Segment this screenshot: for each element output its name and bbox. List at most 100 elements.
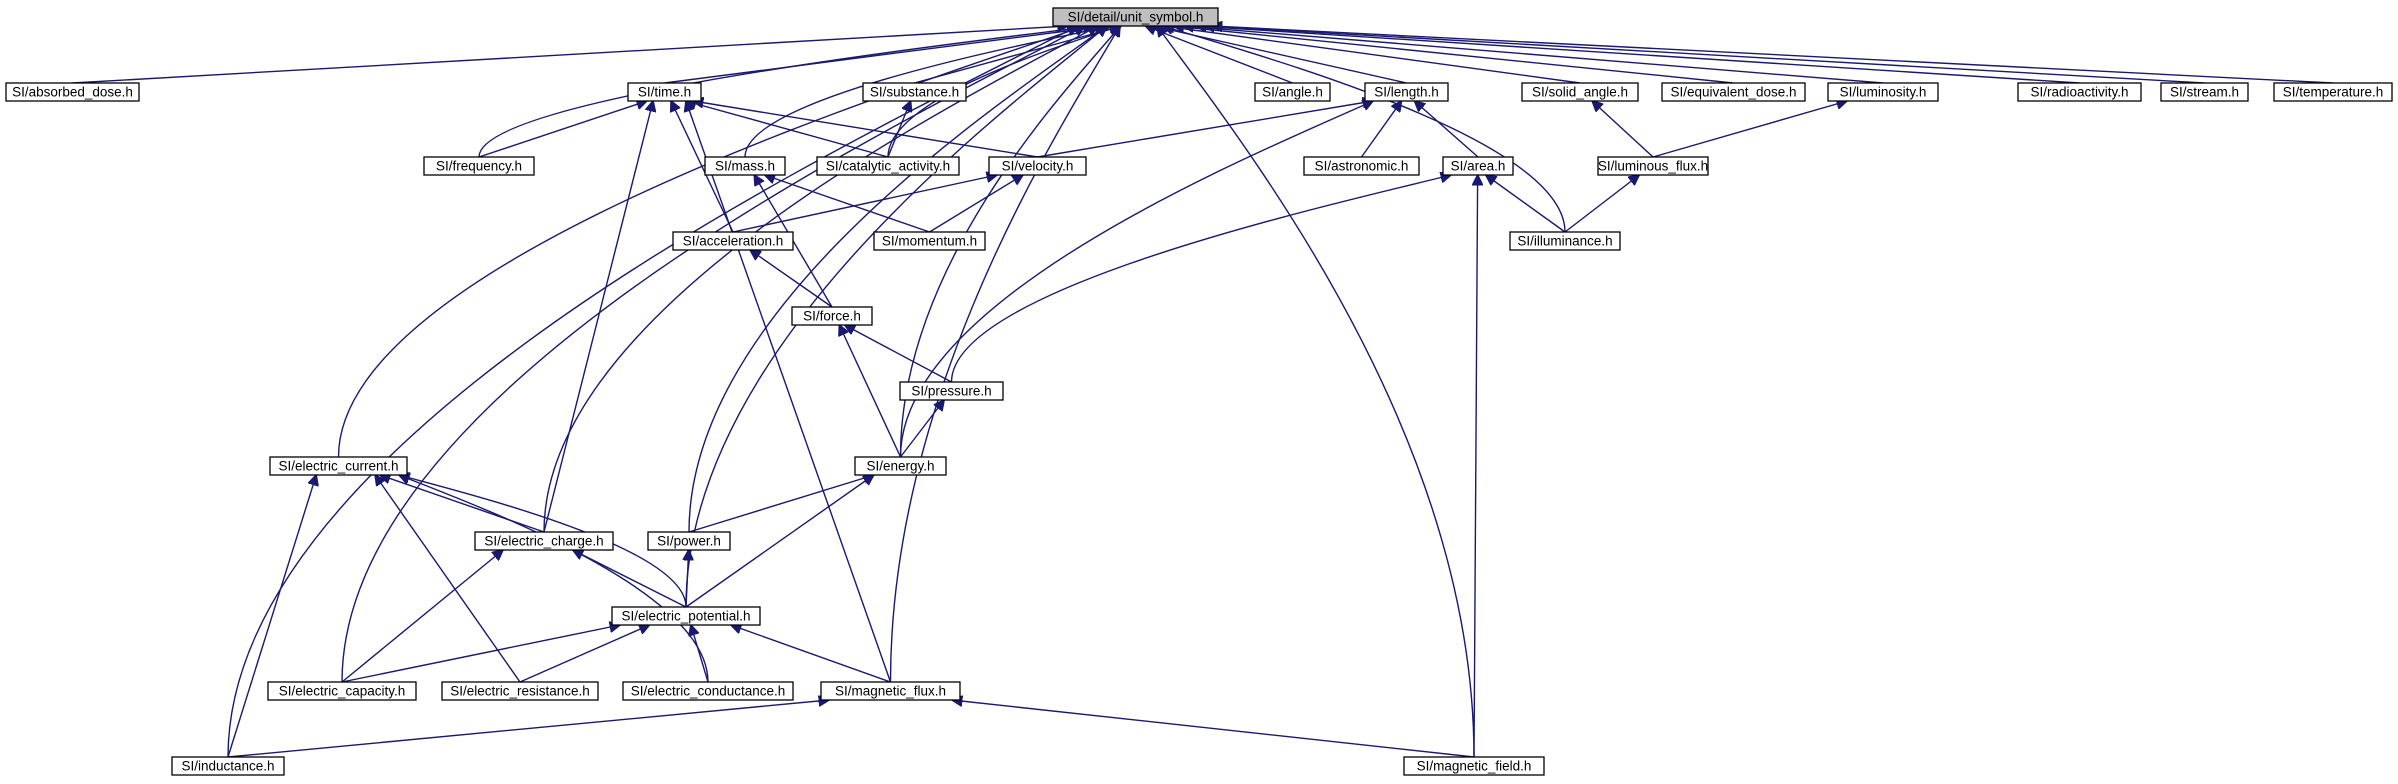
edge-electric-potential-to-energy (685, 475, 874, 608)
edge-illuminance-to-area (1486, 175, 1566, 233)
edge-acceleration-to-velocity (732, 175, 997, 233)
edge-inductance-to-magnetic-flux (227, 700, 829, 758)
node-astronomic[interactable]: SI/astronomic.h (1303, 156, 1420, 176)
node-electric-potential[interactable]: SI/electric_potential.h (611, 606, 761, 626)
node-frequency[interactable]: SI/frequency.h (423, 156, 535, 176)
node-label: SI/electric_resistance.h (450, 684, 590, 699)
node-unit-symbol[interactable]: SI/detail/unit_symbol.h (1052, 7, 1219, 27)
node-box (873, 231, 986, 251)
edge-energy-to-unit-symbol (899, 26, 1121, 458)
node-length[interactable]: SI/length.h (1364, 82, 1449, 102)
node-box (1661, 82, 1806, 102)
node-label: SI/magnetic_flux.h (835, 684, 946, 699)
file-nodes: SI/detail/unit_symbol.hSI/absorbed_dose.… (5, 7, 2393, 776)
node-magnetic-flux[interactable]: SI/magnetic_flux.h (820, 681, 961, 701)
node-box (1052, 7, 1219, 27)
edge-temperature-to-unit-symbol (1212, 26, 2334, 84)
node-area[interactable]: SI/area.h (1442, 156, 1514, 176)
node-box (854, 456, 947, 476)
node-label: SI/area.h (1451, 159, 1506, 174)
node-pressure[interactable]: SI/pressure.h (899, 381, 1004, 401)
node-label: SI/magnetic_field.h (1417, 759, 1532, 774)
edge-pressure-to-force (845, 325, 952, 383)
node-absorbed-dose[interactable]: SI/absorbed_dose.h (5, 82, 140, 102)
node-mass[interactable]: SI/mass.h (704, 156, 786, 176)
node-box (441, 681, 599, 701)
edge-velocity-to-length (1037, 101, 1374, 158)
edge-radioactivity-to-unit-symbol (1196, 26, 2080, 84)
edge-electric-capacity-to-electric-potential (341, 625, 620, 683)
edge-power-to-energy (688, 475, 874, 533)
node-label: SI/energy.h (866, 459, 934, 474)
node-time[interactable]: SI/time.h (627, 82, 702, 102)
edge-frequency-to-time (478, 101, 647, 158)
edge-velocity-to-time (693, 101, 1038, 158)
node-box (1521, 82, 1639, 102)
node-box (1509, 231, 1621, 251)
edge-magnetic-flux-to-time (686, 101, 892, 683)
edge-power-to-unit-symbol (688, 26, 1107, 533)
node-luminosity[interactable]: SI/luminosity.h (1827, 82, 1939, 102)
node-label: SI/luminosity.h (1840, 85, 1927, 100)
node-power[interactable]: SI/power.h (647, 531, 731, 551)
node-electric-current[interactable]: SI/electric_current.h (269, 456, 408, 476)
node-temperature[interactable]: SI/temperature.h (2273, 82, 2393, 102)
node-box (627, 82, 702, 102)
node-box (2160, 82, 2249, 102)
edge-magnetic-field-to-unit-symbol (1157, 26, 1475, 758)
node-equivalent-dose[interactable]: SI/equivalent_dose.h (1661, 82, 1806, 102)
node-box (622, 681, 794, 701)
node-label: SI/electric_current.h (278, 459, 398, 474)
edge-equivalent-dose-to-unit-symbol (1174, 26, 1734, 84)
node-box (269, 456, 408, 476)
node-box (816, 156, 960, 176)
node-box (862, 82, 967, 102)
edge-electric-charge-to-electric-current (380, 475, 545, 533)
edge-frequency-to-unit-symbol (478, 26, 1094, 158)
edge-illuminance-to-unit-symbol (1163, 26, 1566, 233)
node-velocity[interactable]: SI/velocity.h (988, 156, 1087, 176)
node-acceleration[interactable]: SI/acceleration.h (672, 231, 794, 251)
node-solid-angle[interactable]: SI/solid_angle.h (1521, 82, 1639, 102)
node-label: SI/detail/unit_symbol.h (1068, 10, 1204, 25)
node-electric-resistance[interactable]: SI/electric_resistance.h (441, 681, 599, 701)
node-angle[interactable]: SI/angle.h (1254, 82, 1331, 102)
edge-stream-to-unit-symbol (1204, 26, 2205, 84)
node-label: SI/angle.h (1262, 85, 1323, 100)
node-label: SI/electric_conductance.h (631, 684, 786, 699)
edge-electric-potential-to-power (686, 550, 689, 608)
edge-energy-to-force (839, 325, 902, 458)
node-label: SI/length.h (1374, 85, 1439, 100)
node-label: SI/electric_capacity.h (279, 684, 406, 699)
edge-absorbed-dose-to-unit-symbol (72, 26, 1068, 84)
node-inductance[interactable]: SI/inductance.h (171, 756, 285, 776)
edge-energy-to-pressure (899, 400, 945, 458)
edge-luminosity-to-unit-symbol (1183, 26, 1884, 84)
edge-inductance-to-electric-current (227, 475, 316, 758)
node-magnetic-field[interactable]: SI/magnetic_field.h (1403, 756, 1545, 776)
node-box (171, 756, 285, 776)
node-label: SI/illuminance.h (1517, 234, 1612, 249)
node-stream[interactable]: SI/stream.h (2160, 82, 2249, 102)
node-label: SI/mass.h (715, 159, 775, 174)
node-label: SI/temperature.h (2283, 85, 2384, 100)
node-illuminance[interactable]: SI/illuminance.h (1509, 231, 1621, 251)
node-momentum[interactable]: SI/momentum.h (873, 231, 986, 251)
node-catalytic-activity[interactable]: SI/catalytic_activity.h (816, 156, 960, 176)
dependency-edges (72, 26, 2334, 758)
node-electric-charge[interactable]: SI/electric_charge.h (474, 531, 614, 551)
edge-momentum-to-mass (765, 175, 930, 233)
node-label: SI/catalytic_activity.h (826, 159, 950, 174)
node-label: SI/substance.h (870, 85, 959, 100)
node-force[interactable]: SI/force.h (791, 306, 873, 326)
node-electric-conductance[interactable]: SI/electric_conductance.h (622, 681, 794, 701)
node-substance[interactable]: SI/substance.h (862, 82, 967, 102)
node-energy[interactable]: SI/energy.h (854, 456, 947, 476)
edge-catalytic-activity-to-substance (887, 101, 911, 158)
node-radioactivity[interactable]: SI/radioactivity.h (2017, 82, 2142, 102)
node-box (1597, 156, 1709, 176)
node-electric-capacity[interactable]: SI/electric_capacity.h (267, 681, 417, 701)
edge-acceleration-to-time (671, 101, 734, 233)
node-luminous-flux[interactable]: SI/luminous_flux.h (1597, 156, 1709, 176)
node-label: SI/electric_charge.h (484, 534, 603, 549)
